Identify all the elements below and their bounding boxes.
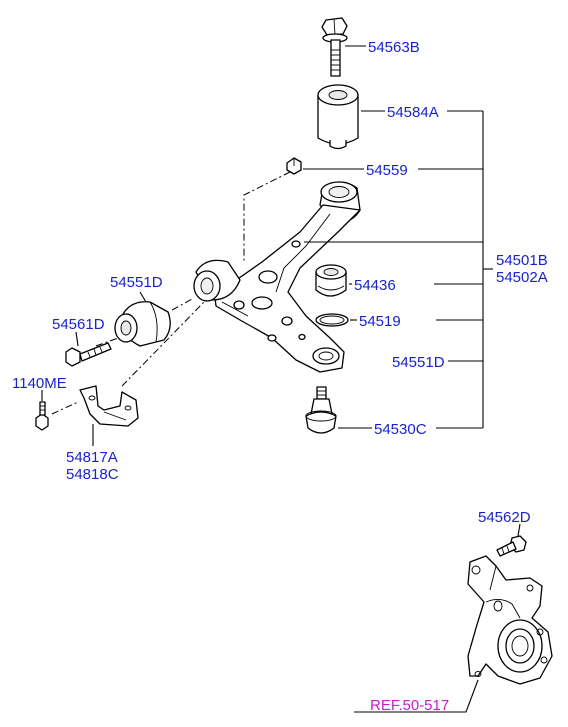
label-54563b: 54563B — [368, 39, 420, 56]
label-ref-50-517[interactable]: REF.50-517 — [370, 697, 449, 714]
axis-bolt-bracket — [51, 401, 79, 415]
leader-54562d — [517, 523, 521, 537]
label-54551d-right: 54551D — [392, 354, 445, 371]
label-54817a: 54817A — [66, 449, 118, 466]
label-54559: 54559 — [366, 162, 408, 179]
bushing-54551d-icon[interactable] — [114, 301, 171, 347]
label-54519: 54519 — [359, 313, 401, 330]
ball-joint-54530c-icon[interactable] — [305, 386, 337, 434]
label-54551d-top: 54551D — [110, 274, 163, 291]
label-54561d: 54561D — [52, 316, 105, 333]
leader-54551d-top — [139, 291, 147, 303]
label-54530c: 54530C — [374, 421, 427, 438]
axis-bolt-bushing — [95, 337, 119, 347]
axis-bracket-arm — [121, 299, 207, 387]
leader-54561d — [75, 331, 79, 347]
bolt-54562d-icon[interactable] — [496, 535, 527, 557]
bolt-1140me-icon[interactable] — [35, 401, 49, 431]
label-54436: 54436 — [354, 277, 396, 294]
label-54584a: 54584A — [387, 104, 439, 121]
ring-54519-icon[interactable] — [315, 313, 349, 327]
bolt-54563b-icon[interactable] — [321, 17, 348, 77]
stopper-54436-icon[interactable] — [315, 264, 347, 297]
leader-ref — [354, 679, 479, 713]
label-1140me: 1140ME — [12, 375, 67, 392]
axis-nut-to-arm — [243, 171, 291, 262]
label-54501b: 54501B — [496, 252, 548, 269]
lower-control-arm-icon[interactable] — [193, 181, 361, 373]
axis-bushing-pivot — [171, 297, 195, 311]
bushing-54584a-icon[interactable] — [317, 84, 359, 150]
label-54502a: 54502A — [496, 269, 548, 286]
bracket-54817a-icon[interactable] — [79, 385, 139, 427]
steering-knuckle-icon[interactable] — [467, 555, 553, 685]
bolt-54561d-icon[interactable] — [65, 342, 112, 367]
nut-54559-icon[interactable] — [286, 157, 302, 175]
label-54562d: 54562D — [478, 509, 531, 526]
label-54818c: 54818C — [66, 466, 119, 483]
